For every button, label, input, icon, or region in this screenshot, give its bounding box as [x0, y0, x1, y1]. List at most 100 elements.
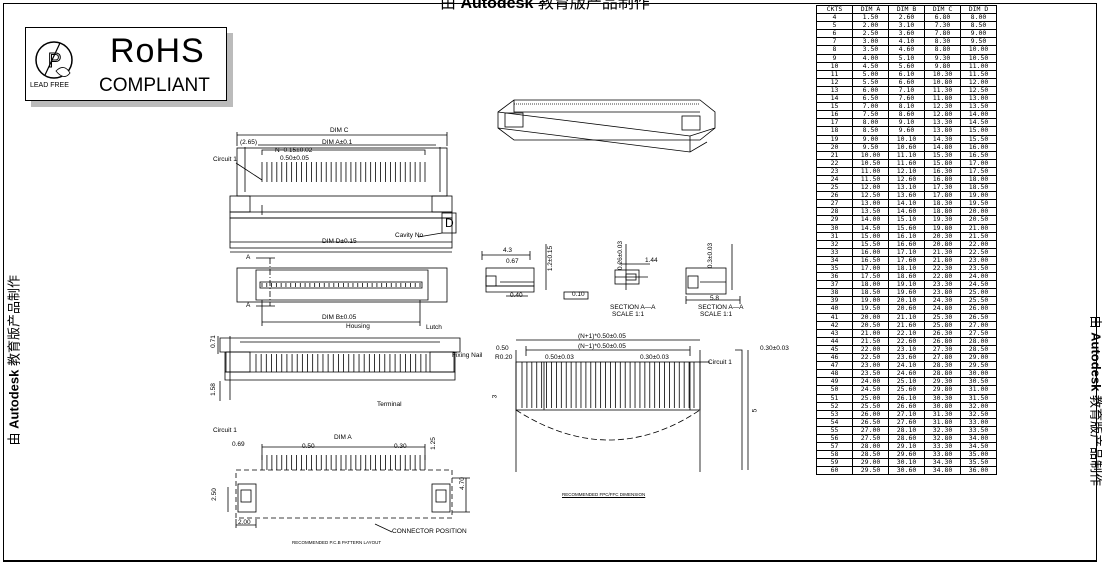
table-cell: 10.50 [960, 53, 997, 63]
table-cell: 34.50 [960, 442, 997, 452]
dim-470-label: 4.70 [458, 477, 466, 490]
fpc-050b-label: 0.50±0.03 [545, 354, 574, 361]
dim-071-label: 0.71 [209, 335, 217, 348]
fpc-030-label: 0.30±0.03 [640, 354, 669, 361]
dim-125-label: 1.25 [429, 437, 437, 450]
table-cell: 18.00 [960, 174, 997, 185]
table-cell: 28.00 [960, 336, 997, 346]
table-cell: 14.00 [960, 110, 997, 120]
mid-view [236, 257, 448, 326]
rohs-title: RoHS [110, 32, 205, 70]
fpc-020-label: R0.20 [495, 354, 513, 361]
dim-158-label: 1.58 [209, 383, 217, 396]
table-header-cell: DIM D [960, 4, 997, 15]
fpc-5-label: 5 [751, 408, 759, 413]
table-cell: 32.50 [960, 409, 997, 419]
dim-040-label: 0.40 [510, 292, 523, 299]
section-view-3 [685, 244, 741, 304]
watermark-top: 由 Autodesk 教育版产品制作 [440, 0, 650, 12]
side-view [217, 336, 461, 401]
title-block-line [3, 561, 1097, 562]
table-cell: 13.00 [960, 94, 997, 104]
table-cell: 12.00 [960, 77, 997, 87]
lead-free-label: LEAD FREE [30, 82, 69, 89]
pcb-layout-title: RECOMMENDED P.C.B PATTERN LAYOUT [292, 540, 382, 545]
table-cell: 27.50 [960, 328, 997, 338]
table-cell: 30.50 [960, 377, 997, 387]
table-cell: 24.50 [960, 280, 997, 290]
table-cell: 9.00 [960, 29, 997, 39]
fixing-nail-label: Fixing Nail [452, 352, 483, 359]
scale-label-1: SCALE 1:1 [612, 311, 645, 318]
table-cell: 9.50 [960, 37, 997, 47]
dim-050-label: 0.50 [302, 443, 315, 450]
housing-label: Housing [346, 323, 370, 330]
section-a-bottom: A [246, 302, 251, 309]
table-cell: 8.00 [960, 13, 997, 23]
table-cell: 22.00 [960, 239, 997, 249]
table-cell: 23.50 [960, 263, 997, 274]
dim-010-label: 0.10 [572, 291, 585, 298]
dim-026-label: 0.26±0.03 [616, 241, 624, 270]
connector-position-label: CONNECTOR POSITION [392, 528, 467, 535]
cavity-no-label: Cavity No [395, 232, 424, 239]
section-aa-label-1: SECTION A—A [610, 304, 656, 311]
table-cell: 34.00 [960, 433, 997, 444]
table-cell: 18.50 [960, 183, 997, 193]
dim-b-label: DIM B±0.05 [322, 314, 357, 321]
svg-text:P: P [48, 50, 61, 72]
table-cell: 35.50 [960, 458, 997, 468]
circuit1-label-a: Circuit 1 [213, 156, 237, 163]
table-cell: 16.00 [960, 142, 997, 152]
fpc-3-label: 3 [491, 394, 499, 399]
n-pitch-label: N−0.15±0.02 [275, 147, 313, 154]
table-cell: 33.50 [960, 425, 997, 435]
table-cell: 8.50 [960, 21, 997, 31]
table-cell: 30.00 [960, 369, 997, 379]
dim-58-label: 5.8 [710, 295, 720, 302]
table-cell: 14.50 [960, 118, 997, 128]
table-cell: 33.00 [960, 417, 997, 427]
dim-265-label: (2.65) [240, 139, 257, 146]
dim-200-label: 2.00 [238, 519, 251, 526]
table-cell: 35.00 [960, 450, 997, 460]
pcb-layout-view [227, 444, 470, 533]
section-view-1 [481, 244, 589, 300]
table-cell: 26.00 [960, 304, 997, 314]
dim-144-label: 1.44 [645, 257, 658, 264]
latch-label: Lutch [426, 324, 442, 331]
dim-250-label: 2.50 [210, 488, 218, 501]
fpc-050-label: 0.50 [496, 345, 509, 352]
sheet-border [3, 3, 1097, 561]
table-cell: 21.00 [960, 223, 997, 233]
